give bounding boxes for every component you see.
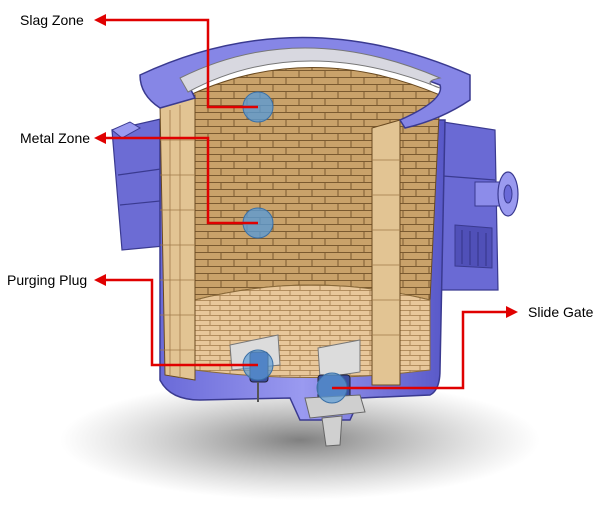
slide-gate-arrowhead bbox=[506, 306, 518, 318]
slide-gate-leader bbox=[332, 310, 510, 390]
slag-zone-arrowhead bbox=[94, 14, 106, 26]
right-wall-section bbox=[371, 119, 401, 386]
slag-zone-leader bbox=[102, 18, 258, 109]
right-bracket bbox=[429, 119, 499, 291]
metal-zone-label: Metal Zone bbox=[20, 130, 91, 146]
purging-plug-leader bbox=[102, 278, 258, 367]
purging-plug-label: Purging Plug bbox=[7, 272, 88, 288]
trunnion bbox=[474, 171, 519, 217]
purging-plug-arrowhead bbox=[94, 274, 106, 286]
floor-shadow bbox=[60, 380, 540, 500]
slag-zone-label: Slag Zone bbox=[20, 12, 84, 28]
metal-zone-leader bbox=[102, 136, 258, 225]
brick-wall bbox=[189, 67, 441, 301]
metal-zone-arrowhead bbox=[94, 132, 106, 144]
slide-gate-label: Slide Gate bbox=[528, 304, 594, 320]
ladle-rim bbox=[139, 36, 471, 129]
